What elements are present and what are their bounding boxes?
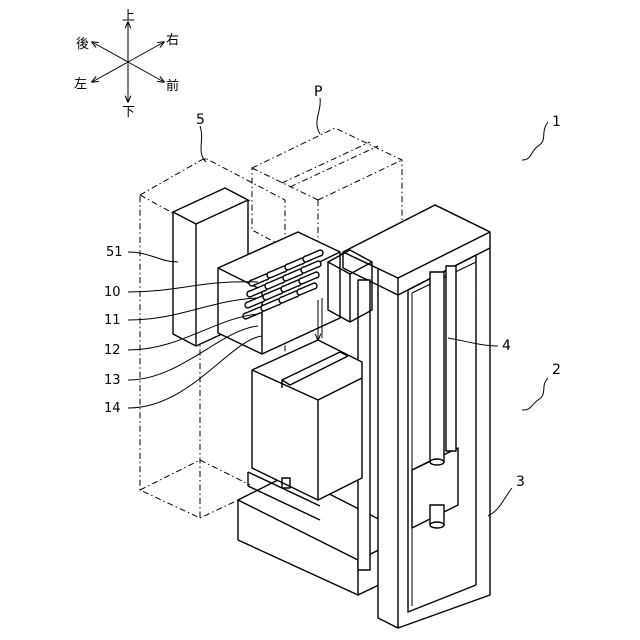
label-11: 11 (104, 313, 121, 328)
label-14: 14 (104, 401, 121, 416)
compass-left-label: 左 (74, 77, 87, 92)
frame-3 (343, 205, 490, 628)
label-3: 3 (516, 474, 525, 490)
left-arrow (92, 62, 128, 82)
label-1: 1 (552, 114, 561, 130)
right-arrow (128, 42, 164, 62)
front-arrow (128, 62, 164, 82)
label-4: 4 (502, 338, 511, 354)
compass-right-label: 右 (166, 33, 179, 48)
label-2: 2 (552, 362, 561, 378)
label-51: 51 (106, 245, 123, 260)
label-10: 10 (104, 285, 121, 300)
label-13: 13 (104, 373, 121, 388)
label-5: 5 (196, 112, 205, 128)
direction-compass: 上 下 右 左 前 後 (74, 9, 179, 120)
compass-front-label: 前 (166, 78, 179, 94)
post-4a (430, 272, 444, 462)
compass-up-label: 上 (122, 9, 135, 24)
back-arrow (92, 42, 128, 62)
label-P: P (314, 84, 322, 100)
compass-down-label: 下 (122, 105, 135, 120)
label-12: 12 (104, 343, 121, 358)
compass-back-label: 後 (76, 37, 89, 52)
